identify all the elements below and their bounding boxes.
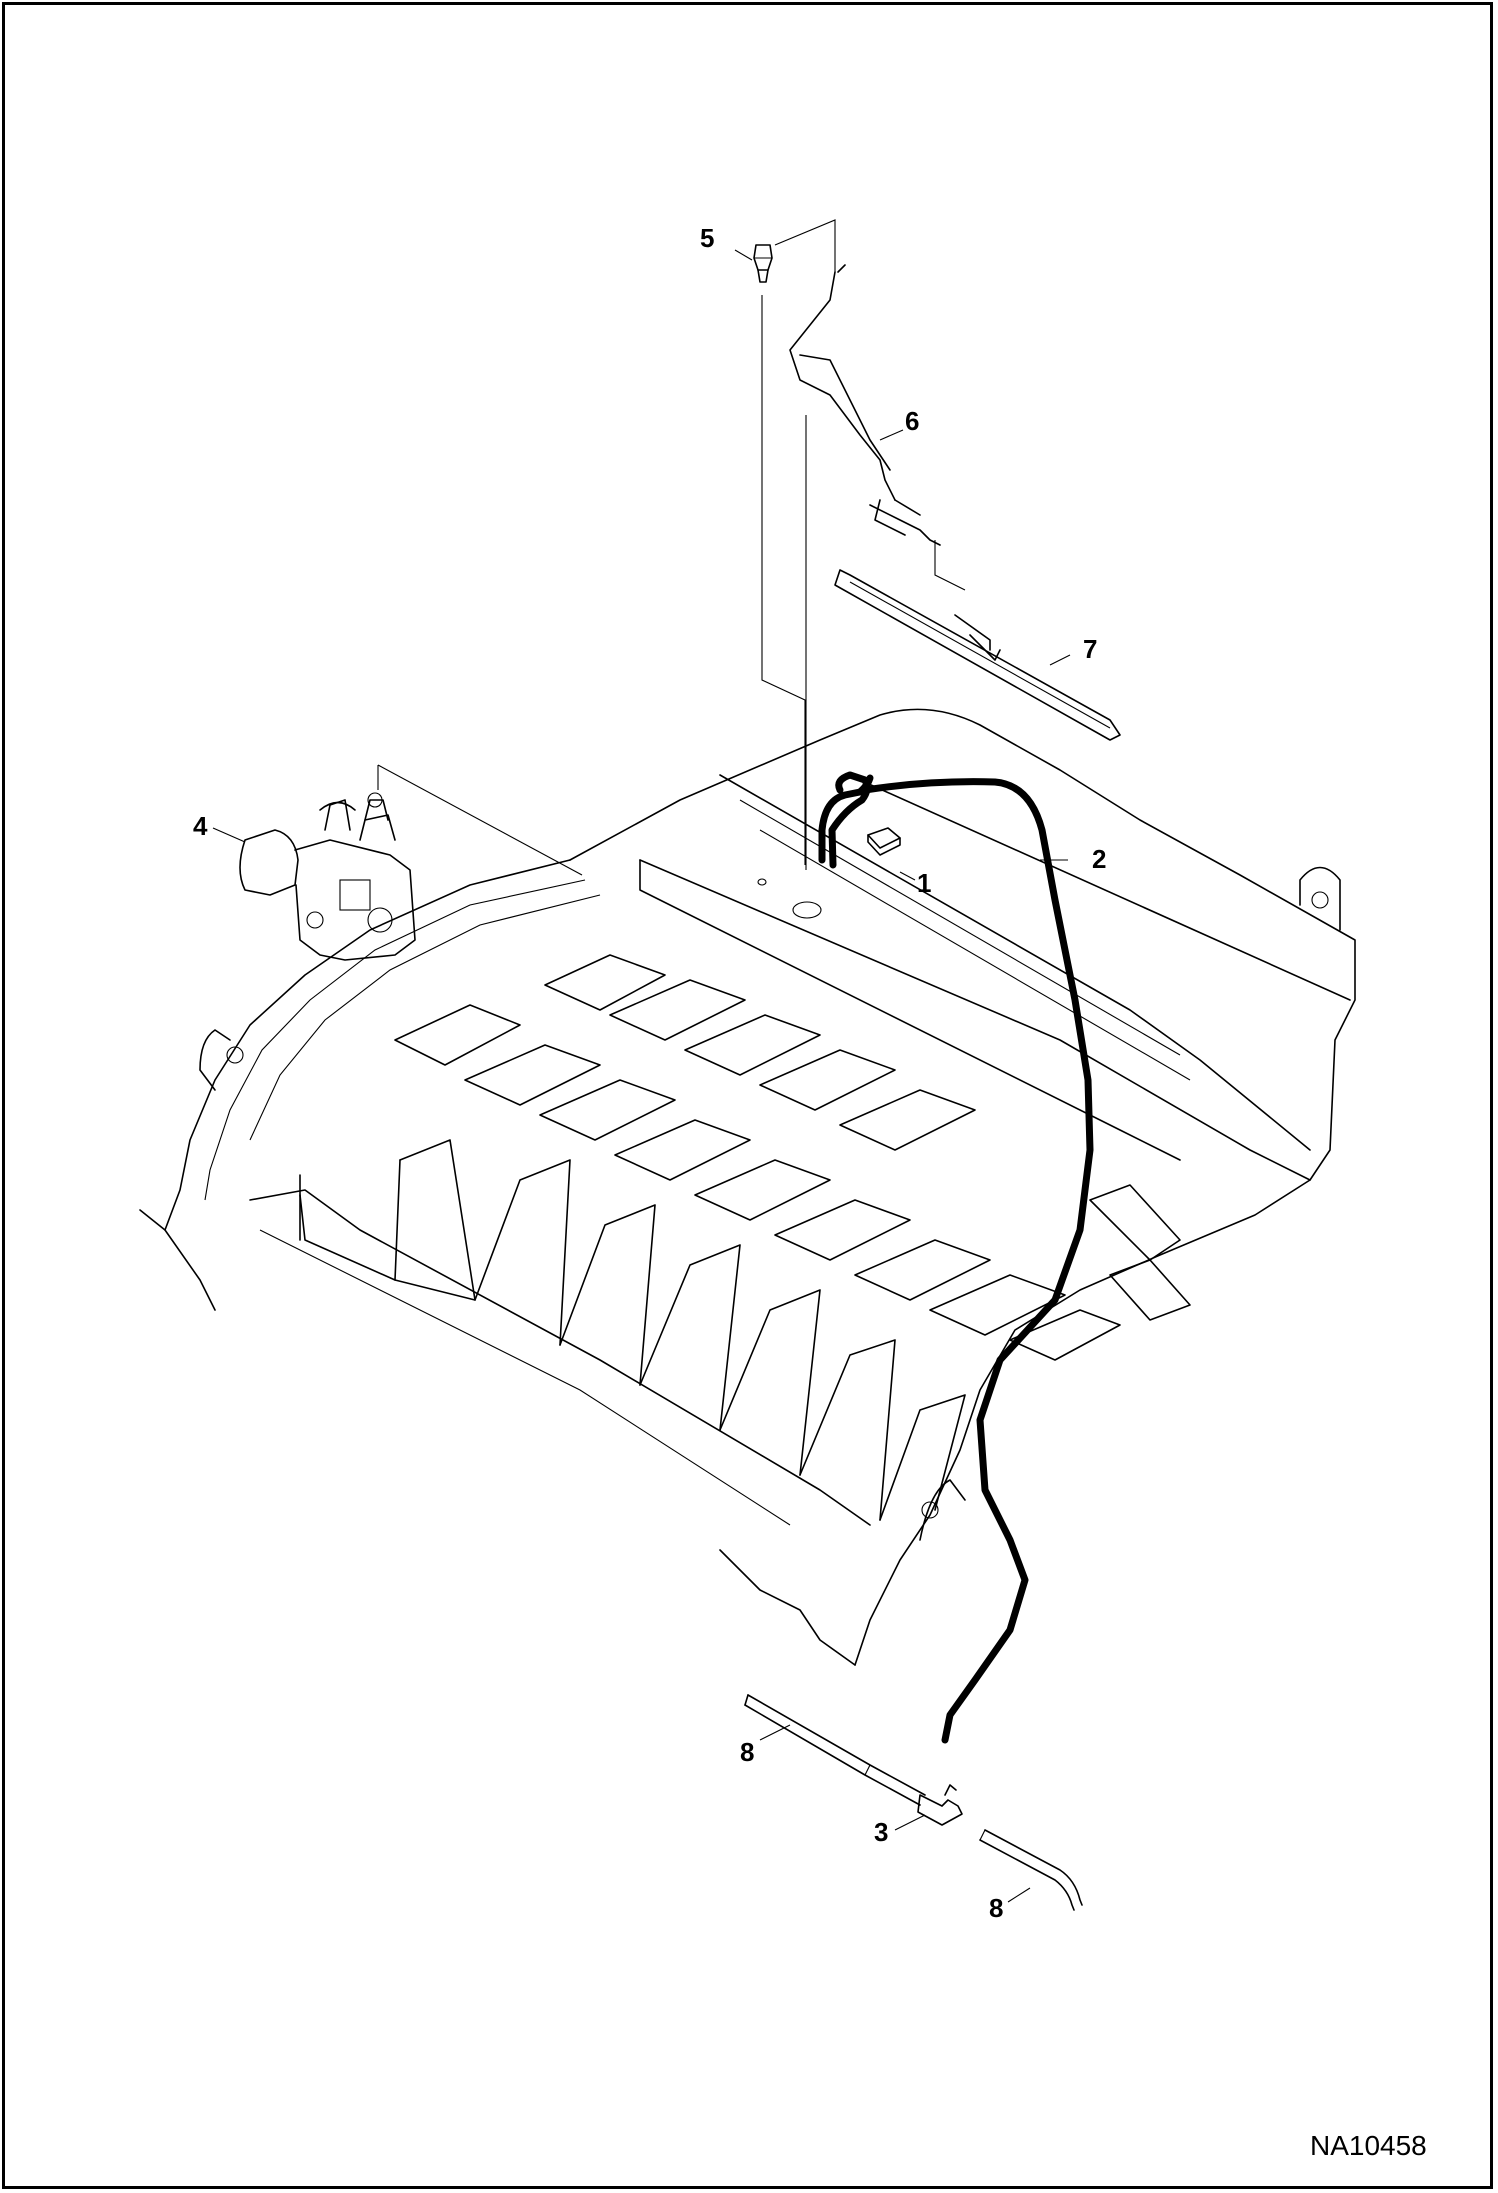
callout-3: 3 <box>874 1817 888 1847</box>
callout-8-upper: 8 <box>740 1737 754 1767</box>
grommet-part-1 <box>867 827 901 856</box>
callout-7: 7 <box>1083 634 1097 664</box>
drawing-reference-id: NA10458 <box>1310 2130 1427 2161</box>
roof-grid-openings <box>394 954 1191 1361</box>
leader-lines <box>212 219 1071 1903</box>
callout-4: 4 <box>193 811 208 841</box>
callout-6: 6 <box>905 406 919 436</box>
wiper-arm-part-6 <box>789 264 941 546</box>
callout-8-lower: 8 <box>989 1893 1003 1923</box>
nut-part-5 <box>753 244 773 283</box>
callout-labels: 1 2 3 4 5 6 7 8 8 <box>193 223 1106 1923</box>
callout-1: 1 <box>917 868 931 898</box>
callout-5: 5 <box>700 223 714 253</box>
cab-roof-structure <box>139 708 1356 1666</box>
washer-hose-part-2 <box>818 771 1094 1744</box>
callout-2: 2 <box>1092 844 1106 874</box>
connector-part-3 <box>917 1784 963 1826</box>
wiper-blade-part-7 <box>834 569 1121 741</box>
front-ribs <box>299 1139 966 1521</box>
wiper-motor-part-4 <box>239 792 416 961</box>
washer-tubes-part-8 <box>744 1694 1083 1911</box>
